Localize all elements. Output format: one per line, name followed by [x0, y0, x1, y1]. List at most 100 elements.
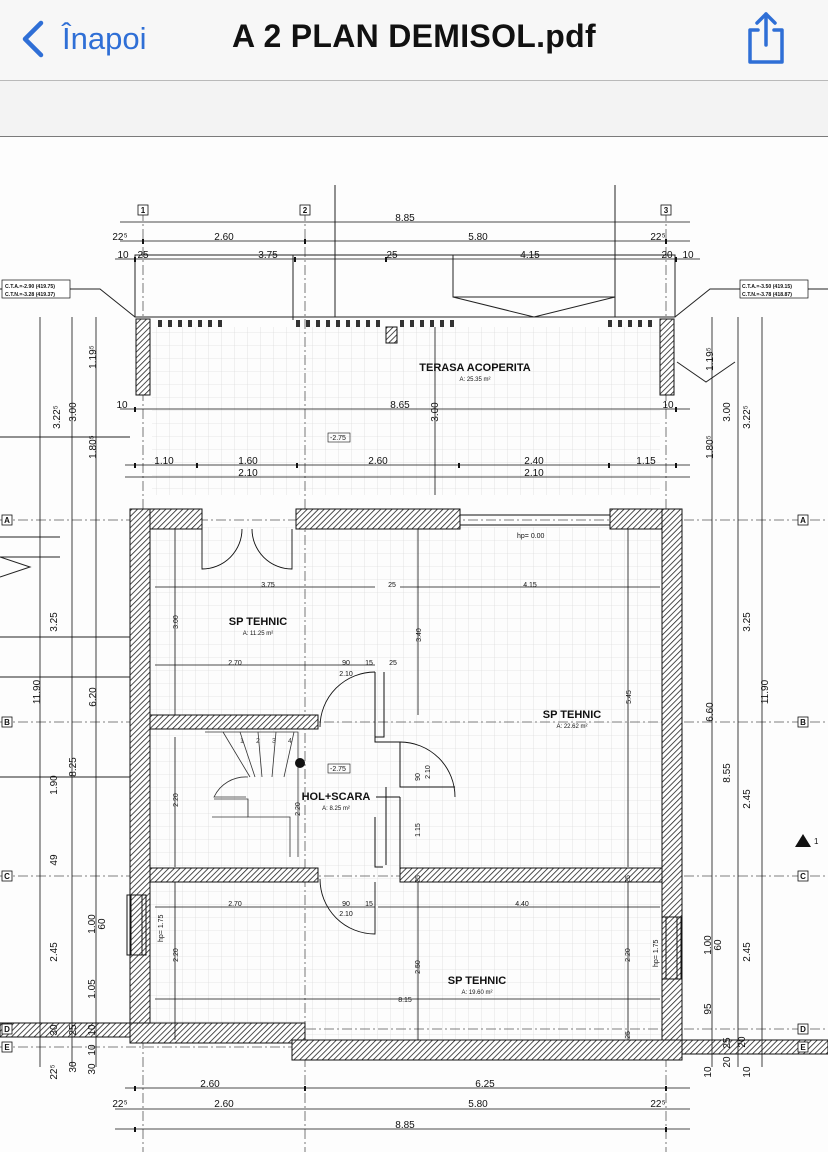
level-mark-right-window: hp= 1.75: [653, 939, 660, 967]
dim-int-14: 1.15: [415, 823, 422, 837]
dim-int-20: 2.10: [339, 911, 353, 918]
stair-start-marker: [295, 758, 305, 768]
back-button[interactable]: Înapoi: [20, 14, 146, 64]
room-hall-name: HOL+SCARA: [302, 791, 371, 803]
dim-int-22: 2.50: [415, 960, 422, 974]
share-icon: [748, 12, 784, 64]
dim-right-12: 95: [703, 1003, 714, 1015]
dim-right-3: 1.80⁵: [705, 435, 716, 459]
dim-left-2: 1.19⁵: [88, 345, 99, 369]
axis-label-a-left: A: [4, 516, 10, 525]
dim-bottom-r1-0: 2.60: [200, 1079, 220, 1090]
dim-right-10: 60: [713, 939, 724, 951]
room-terrace-name: TERASA ACOPERITA: [419, 362, 530, 374]
staircase[interactable]: 1 2 3 4: [205, 731, 299, 857]
axis-labels: 1 2 3 A A B B C C D D E E: [4, 206, 806, 1052]
dim-top-r3-2: 3.75: [258, 250, 278, 261]
room-tech2-area: A: 22.62 m²: [556, 724, 587, 730]
axis-label-a-right: A: [800, 516, 806, 525]
exterior-edges: [0, 436, 130, 778]
dim-top-r2-3: 22⁵: [650, 232, 665, 243]
dim-top-r3-3: 25: [386, 250, 398, 261]
dim-top-r2-2: 5.80: [468, 232, 488, 243]
share-button[interactable]: [744, 10, 788, 66]
dim-int-12: 90: [415, 773, 422, 781]
dim-terrace-r4: 1.15: [636, 456, 656, 467]
dim-int-8: 3.40: [416, 628, 423, 642]
stair-step-3: 3: [272, 738, 276, 745]
dim-top-r3-0: 10: [117, 250, 129, 261]
room-tech3-name: SP TEHNIC: [448, 975, 507, 987]
dim-left-19: 10: [87, 1044, 98, 1056]
dim-int-25: 2.20: [625, 948, 632, 962]
dim-int-27: 2.20: [295, 802, 302, 816]
dim-int-11: 2.20: [173, 793, 180, 807]
dim-top-r2-0: 22⁵: [112, 232, 127, 243]
dim-right-5: 11.90: [760, 679, 771, 704]
terrace-floor: [152, 327, 660, 495]
dim-bottom-total: 8.85: [395, 1120, 415, 1131]
dim-terrace-r1: 1.60: [238, 456, 258, 467]
dim-top-r3-4: 4.15: [520, 250, 540, 261]
dimension-ticks: [134, 239, 677, 1132]
dim-left-6: 6.20: [88, 687, 99, 707]
dim-right-2: 1.19⁵: [705, 347, 716, 371]
level-marks: -2.75 -2.75 hp= 0.00 hp= 1.75 hp= 1.75: [158, 432, 660, 967]
dim-int-6: 25: [389, 660, 397, 667]
navigation-bar: Înapoi A 2 PLAN DEMISOL.pdf: [0, 0, 828, 81]
dim-int-26: 25: [625, 1031, 632, 1039]
dim-top-total: 8.85: [395, 213, 415, 224]
dim-right-14: 20: [722, 1056, 733, 1068]
pdf-page[interactable]: 1 2 3 4: [0, 137, 828, 1152]
dim-right-7: 8.55: [722, 763, 733, 783]
building-walls: [0, 508, 828, 1061]
axis-markers: [1, 204, 809, 1053]
left-dimensions: 3.22⁵ 3.00 1.19⁵ 1.80⁵ 3.25 11.90 6.20 8…: [32, 345, 108, 1079]
dim-terrace-width: 8.65: [390, 400, 410, 411]
dim-right-15: 10: [742, 1066, 753, 1078]
dim-top-r2-1: 2.60: [214, 232, 234, 243]
chevron-left-icon: [22, 20, 44, 58]
dim-left-17: 22⁵: [49, 1064, 60, 1079]
stair-step-4: 4: [288, 738, 292, 745]
dim-int-3: 2.70: [228, 660, 242, 667]
right-dimensions: 3.22⁵ 3.00 1.19⁵ 1.80⁵ 3.25 11.90 6.60 8…: [703, 347, 771, 1077]
section-label: 1: [814, 837, 819, 846]
dim-top-r3-1: 25: [137, 250, 149, 261]
dim-int-13: 2.10: [425, 765, 432, 779]
elevation-right-cta: C.T.A.=-3.50 (419.15): [742, 284, 792, 290]
dim-right-0: 3.22⁵: [742, 405, 753, 429]
dim-right-11: 2.45: [742, 942, 753, 962]
floor-plan-drawing: 1 2 3 4: [0, 185, 828, 1152]
dim-left-8: 1.90: [49, 775, 60, 795]
level-mark-hall: -2.75: [330, 766, 346, 773]
dim-int-18: 90: [342, 901, 350, 908]
dim-int-16: 25: [625, 875, 632, 883]
dim-top-r3-5: 20: [661, 250, 673, 261]
bottom-dimensions: 2.60 6.25 22⁵ 2.60 5.80 22⁵ 8.85: [112, 1079, 665, 1131]
dim-right-6: 6.60: [705, 702, 716, 722]
back-label: Înapoi: [62, 21, 147, 56]
dim-terrace-right-10: 10: [662, 400, 674, 411]
dim-terrace-height: 3.00: [430, 402, 441, 422]
axis-label-b-left: B: [4, 718, 10, 727]
dim-left-9: 49: [49, 854, 60, 866]
room-tech1-name: SP TEHNIC: [229, 616, 288, 628]
dim-right-13: 10: [703, 1066, 714, 1078]
dim-int-17: 2.70: [228, 901, 242, 908]
terrace-walls: [135, 318, 675, 396]
dim-int-9: 5.45: [626, 690, 633, 704]
section-marker-icon: [795, 834, 811, 847]
room-hall-area: A: 8.25 m²: [322, 806, 350, 812]
dimension-lines: [39, 221, 763, 1130]
dim-left-3: 1.80⁵: [88, 435, 99, 459]
dim-int-19: 15: [365, 901, 373, 908]
dim-int-7: 2.10: [339, 671, 353, 678]
dim-right-8: 2.45: [742, 789, 753, 809]
dim-left-18: 30: [68, 1061, 79, 1073]
toolbar-strip: [0, 81, 828, 137]
dim-int-21: 4.40: [515, 901, 529, 908]
dim-left-5: 11.90: [32, 679, 43, 704]
dim-terrace-sub1: 2.10: [524, 468, 544, 479]
dim-right-9: 1.00: [703, 935, 714, 955]
